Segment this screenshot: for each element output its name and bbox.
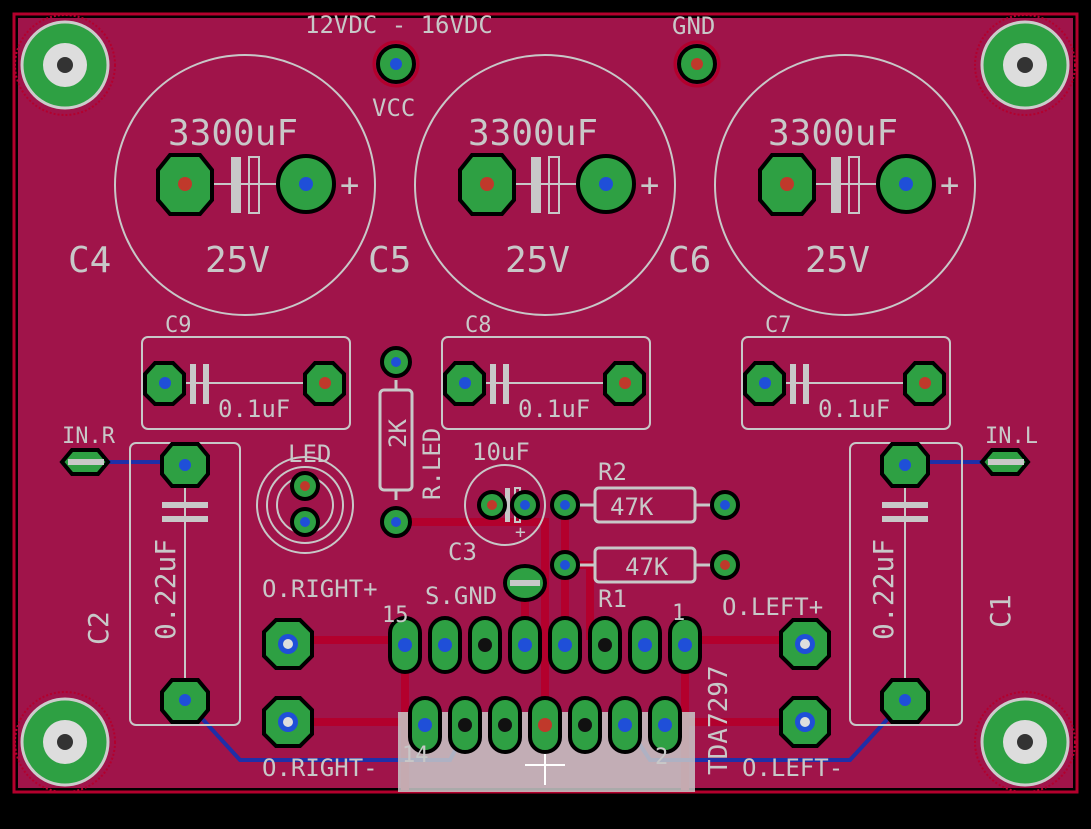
ic-pin-hole [438, 638, 452, 652]
ic-pin14-label: 14 [402, 743, 429, 768]
in-left-label: IN.L [985, 424, 1038, 449]
ic-pin-hole [518, 638, 532, 652]
ic-pin-hole [618, 718, 632, 732]
r-led-name: R.LED [418, 428, 446, 500]
o-left-plus-pad [779, 618, 831, 670]
cap-c7-value: 0.1uF [818, 395, 890, 423]
cap-c6: 3300uF 25V + [714, 54, 976, 316]
ic-pin-hole [578, 718, 592, 732]
cap-c1-value: 0.22uF [867, 539, 900, 640]
cap-c6-value: 3300uF [768, 113, 898, 154]
ic-name: TDA7297 [704, 665, 734, 775]
mounting-hole-bottom-right [974, 691, 1076, 793]
ic-pin-hole [598, 638, 612, 652]
r1-value: 47K [625, 553, 669, 581]
cap-c7: C7 0.1uF [741, 313, 951, 430]
cap-c2-value: 0.22uF [149, 539, 182, 640]
gnd-pad [673, 40, 721, 88]
ic-pin-hole [418, 718, 432, 732]
ic-pin15-label: 15 [382, 603, 409, 628]
cap-c9-value: 0.1uF [218, 395, 290, 423]
ic-pin-hole [558, 638, 572, 652]
in-left-pad [979, 448, 1031, 476]
cap-c4: 3300uF 25V + [114, 54, 376, 316]
led-footprint [256, 456, 354, 554]
ic-pin1-label: 1 [672, 601, 685, 626]
cap-c6-name: C6 [668, 240, 711, 281]
ic-pin-hole [678, 638, 692, 652]
cap-c5-voltage: 25V [505, 240, 570, 281]
o-right-minus-pad [262, 696, 314, 748]
resistor-r1: 47K [550, 546, 740, 584]
resistor-r-led: 2K [378, 346, 414, 538]
cap-c5: 3300uF 25V + [414, 54, 676, 316]
ic-pin-hole [458, 718, 472, 732]
mounting-hole-bottom-left [14, 691, 116, 793]
vcc-label: VCC [372, 94, 415, 122]
o-left-minus-pad [779, 696, 831, 748]
cap-c4-value: 3300uF [168, 113, 298, 154]
cap-c8: C8 0.1uF [441, 313, 651, 430]
cap-c8-name: C8 [465, 313, 492, 338]
ic-pin-hole [658, 718, 672, 732]
mounting-hole-top-left [14, 14, 116, 116]
ic-pin-hole [478, 638, 492, 652]
in-right-label: IN.R [62, 424, 116, 449]
ic-pin-hole [398, 638, 412, 652]
vcc-pad [372, 40, 420, 88]
o-right-plus-label: O.RIGHT+ [262, 575, 378, 603]
cap-c7-name: C7 [765, 313, 792, 338]
cap-c4-name: C4 [68, 240, 111, 281]
r1-name: R1 [598, 585, 627, 613]
r2-value: 47K [610, 493, 654, 521]
c3-value: 10uF [472, 438, 530, 466]
o-right-minus-label: O.RIGHT- [262, 754, 378, 782]
o-left-minus-label: O.LEFT- [742, 754, 843, 782]
ic-pin-hole [498, 718, 512, 732]
svg-text:+: + [340, 166, 359, 204]
ic-pin-hole [538, 718, 552, 732]
ic-pin2-label: 2 [655, 745, 668, 770]
cap-c3: + [464, 464, 546, 546]
cap-c2-name: C2 [82, 611, 115, 645]
led-label: LED [288, 440, 331, 468]
cap-c8-value: 0.1uF [518, 395, 590, 423]
c3-name: C3 [448, 538, 477, 566]
svg-text:+: + [940, 166, 959, 204]
in-right-pad [59, 448, 111, 476]
s-gnd-label: S.GND [425, 582, 497, 610]
resistor-r2: 47K [550, 486, 740, 524]
svg-text:+: + [640, 166, 659, 204]
ic-tda7297 [388, 616, 702, 792]
cap-c5-name: C5 [368, 240, 411, 281]
cap-c9: C9 0.1uF [141, 313, 351, 430]
r2-name: R2 [598, 458, 627, 486]
cap-c1: 0.22uF [849, 442, 963, 726]
cap-c2: 0.22uF [129, 442, 241, 726]
cap-c4-voltage: 25V [205, 240, 270, 281]
ic-pin-hole [638, 638, 652, 652]
svg-text:+: + [515, 522, 526, 543]
o-left-plus-label: O.LEFT+ [722, 593, 823, 621]
o-right-plus-pad [262, 618, 314, 670]
cap-c5-value: 3300uF [468, 113, 598, 154]
gnd-label: GND [672, 12, 715, 40]
power-label: 12VDC - 16VDC [305, 11, 493, 39]
s-gnd-pad [503, 564, 547, 602]
mounting-hole-top-right [974, 14, 1076, 116]
r-led-value: 2K [384, 419, 412, 448]
cap-c1-name: C1 [984, 594, 1017, 628]
cap-c9-name: C9 [165, 313, 192, 338]
cap-c6-voltage: 25V [805, 240, 870, 281]
